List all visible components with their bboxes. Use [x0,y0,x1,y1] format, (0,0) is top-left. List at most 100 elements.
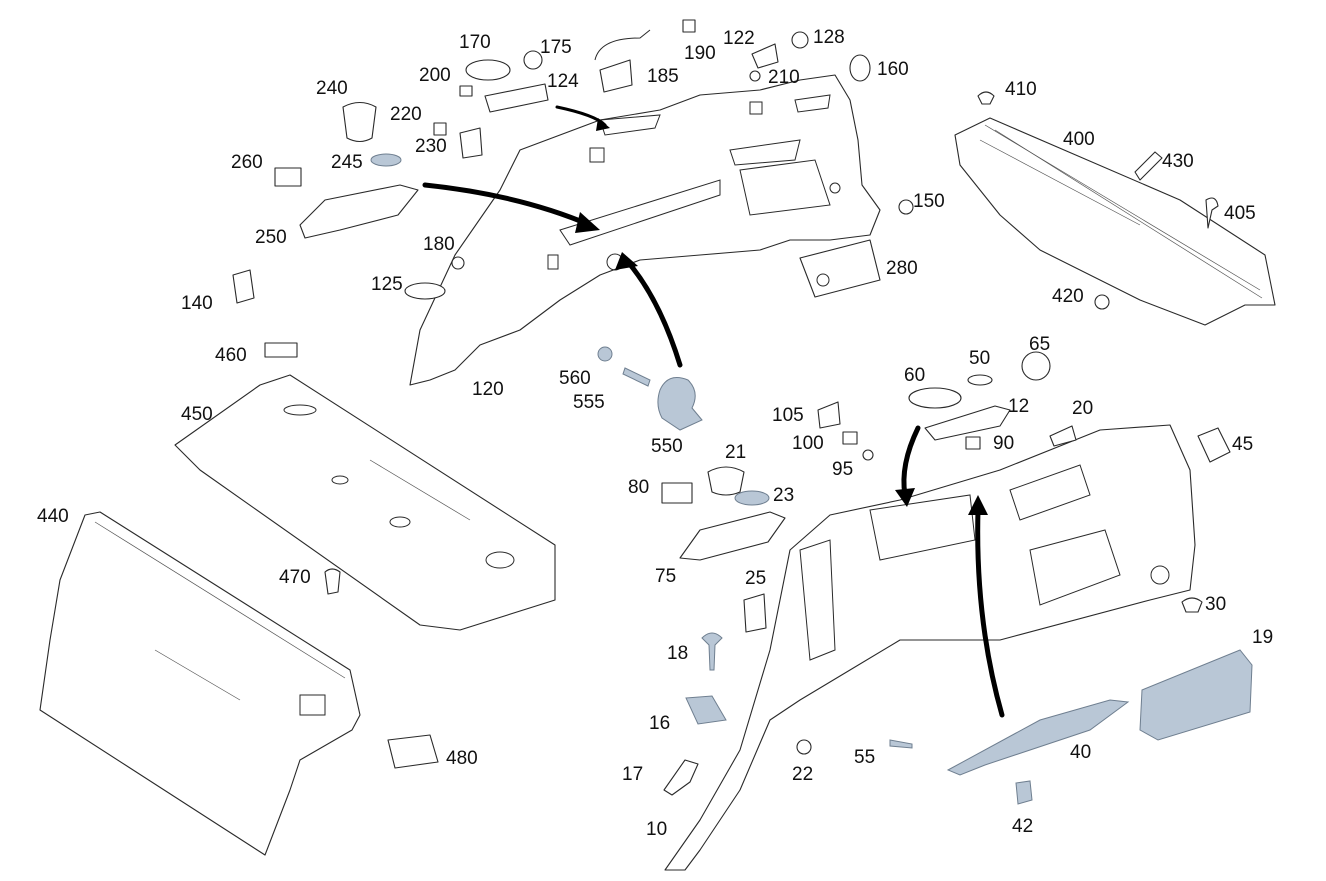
callout-185: 185 [647,66,679,87]
lamp-480 [387,734,439,769]
callout-245: 245 [331,152,363,173]
callout-180: 180 [423,234,455,255]
clip-30 [1181,597,1203,613]
callout-280: 280 [886,258,918,279]
callout-55: 55 [854,747,875,768]
clip-90 [965,436,981,450]
clip-50 [967,374,993,386]
callout-140: 140 [181,293,213,314]
callout-21: 21 [725,442,746,463]
callout-555: 555 [573,392,605,413]
handle-140 [232,269,255,304]
speaker-65 [1021,351,1051,381]
callout-22: 22 [792,764,813,785]
screw-95 [862,449,874,461]
callout-210: 210 [768,67,800,88]
trim-strip-40 [946,699,1130,776]
screw-55 [889,739,913,749]
screw-420 [1094,294,1110,310]
callout-460: 460 [215,345,247,366]
screw-210 [749,70,761,82]
callout-470: 470 [279,567,311,588]
clip-128 [791,31,809,49]
callout-122: 122 [723,28,755,49]
pad-220 [433,122,447,136]
grille-19 [1139,649,1253,741]
callout-25: 25 [745,568,766,589]
callout-23: 23 [773,485,794,506]
cover-124 [484,83,549,113]
clip-22 [796,739,812,755]
speaker-175 [523,50,543,70]
callout-410: 410 [1005,79,1037,100]
callout-18: 18 [667,643,688,664]
callout-550: 550 [651,436,683,457]
callout-240: 240 [316,78,348,99]
callout-175: 175 [540,37,572,58]
clip-470 [324,568,341,595]
callout-400: 400 [1063,129,1095,150]
assembly-arrows [422,105,1005,718]
lamp-460 [264,342,298,358]
bolt-555 [622,367,651,387]
callout-160: 160 [877,59,909,80]
cup-21 [707,466,745,496]
washer-560 [597,346,613,362]
callout-450: 450 [181,404,213,425]
callout-420: 420 [1052,286,1084,307]
load-floor-450 [174,374,556,631]
callout-95: 95 [832,459,853,480]
clip-150 [898,199,914,215]
callout-30: 30 [1205,594,1226,615]
callout-560: 560 [559,368,591,389]
callout-105: 105 [772,405,804,426]
callout-19: 19 [1252,627,1273,648]
clip-180 [451,256,465,270]
callout-200: 200 [419,65,451,86]
callout-60: 60 [904,365,925,386]
lashing-eye-550 [657,377,703,431]
clip-200 [459,85,473,97]
speaker-170 [465,59,511,81]
cup-240 [342,101,377,143]
cover-75 [679,511,786,561]
callout-220: 220 [390,104,422,125]
clip-100 [842,431,858,445]
cover-280 [799,239,881,298]
trim-panel-120 [409,74,881,386]
callout-260: 260 [231,152,263,173]
callout-480: 480 [446,748,478,769]
callout-40: 40 [1070,742,1091,763]
callout-17: 17 [622,764,643,785]
clip-20 [1049,425,1077,447]
rear-panel-400 [954,117,1276,326]
wire-185 [599,59,633,93]
speaker-60 [908,387,962,409]
cap-245 [370,153,402,167]
bolt-18 [701,632,723,671]
bracket-25 [743,593,767,633]
callout-230: 230 [415,136,447,157]
callout-50: 50 [969,348,990,369]
ring-160 [849,54,871,82]
callout-125: 125 [371,274,403,295]
cover-17 [663,759,699,796]
clip-16 [685,695,727,725]
callout-250: 250 [255,227,287,248]
callout-labels: 170 175 190 122 128 240 200 124 185 210 … [37,27,1273,840]
callout-12: 12 [1008,396,1029,417]
callout-90: 90 [993,433,1014,454]
callout-128: 128 [813,27,845,48]
screw-405 [1205,197,1219,229]
bracket-122 [751,43,779,69]
callout-65: 65 [1029,334,1050,355]
cover-430 [1134,151,1163,181]
frame-105 [817,401,841,429]
handle-45 [1197,427,1231,463]
block-260 [274,167,302,187]
cap-125 [404,282,446,300]
callout-10: 10 [646,819,667,840]
callout-120: 120 [472,379,504,400]
connector-190 [682,19,696,33]
